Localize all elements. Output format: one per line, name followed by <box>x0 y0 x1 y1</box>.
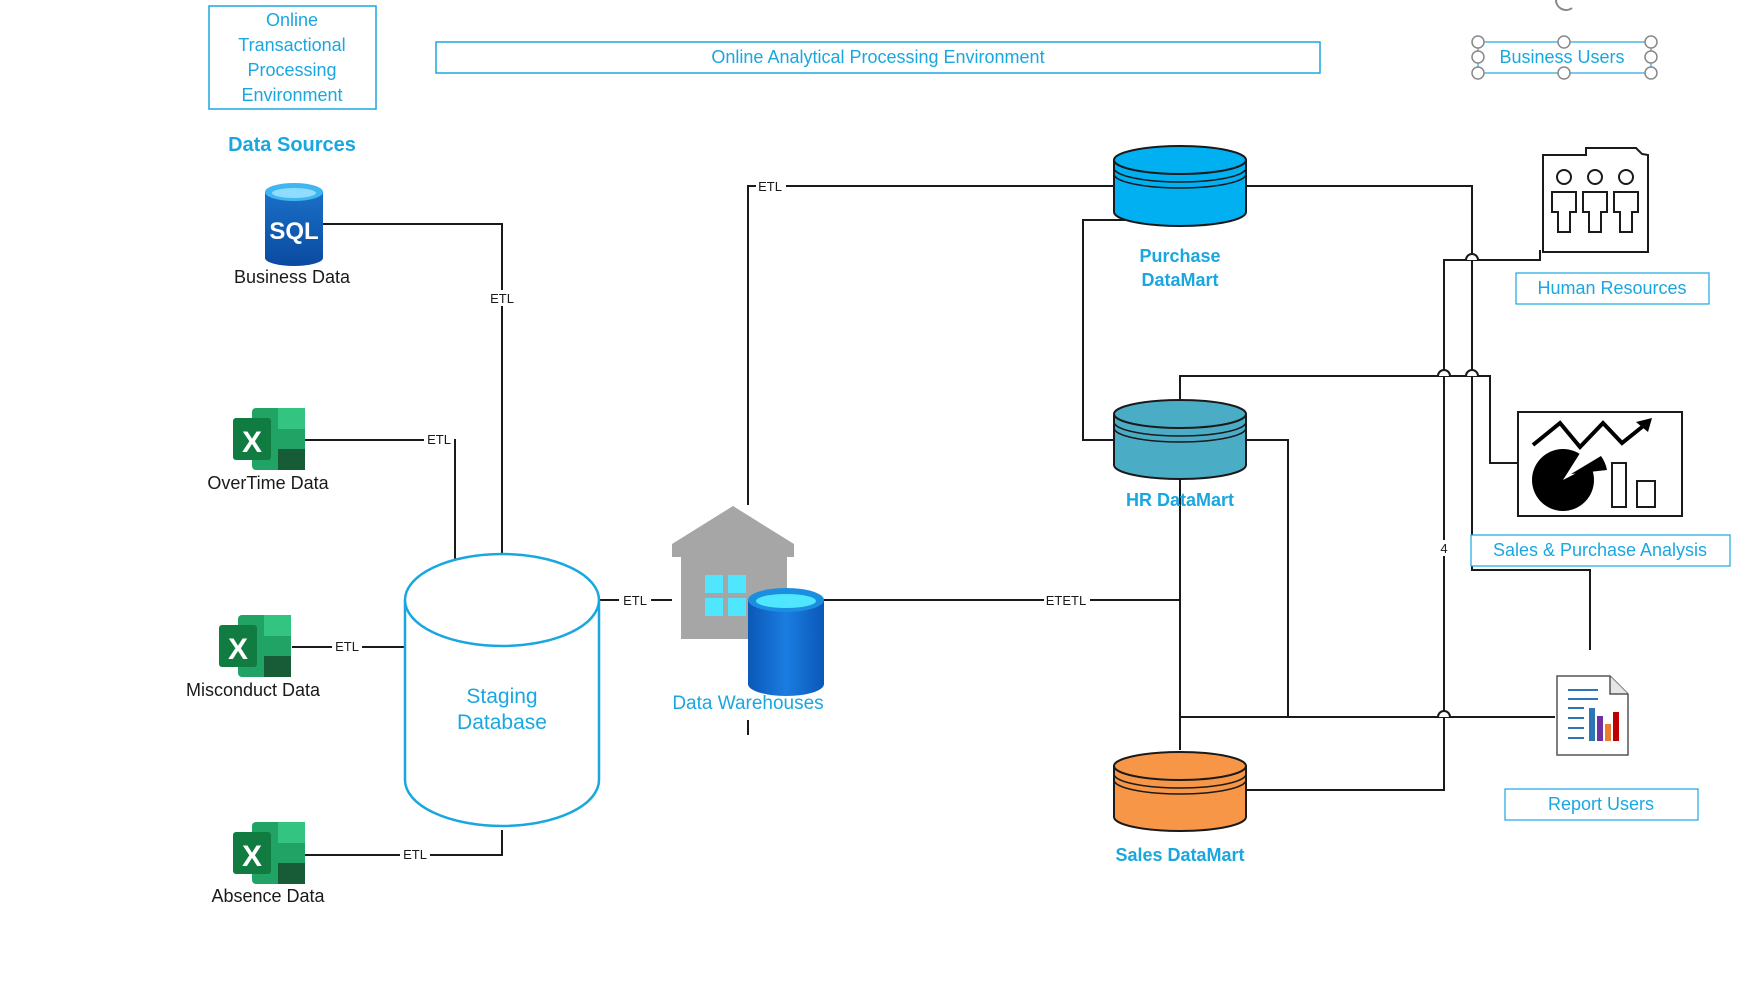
report-icon <box>1556 675 1629 756</box>
svg-text:X: X <box>242 426 262 459</box>
analytics-icon <box>1517 411 1683 517</box>
etl-labels-sources: ETL ETL ETL ETL <box>332 290 518 863</box>
sales-datamart-label: Sales DataMart <box>1115 845 1244 865</box>
rotate-handle-icon[interactable] <box>1555 0 1573 11</box>
purchase-datamart-cylinder <box>1113 145 1247 227</box>
business-users-label: Business Users <box>1499 47 1624 67</box>
etl-label: ETL <box>490 291 514 306</box>
warehouse-icon <box>672 506 824 696</box>
etl-label: ETL <box>427 432 451 447</box>
sales-datamart-cylinder <box>1113 751 1247 832</box>
staging-line-1: Staging <box>466 685 537 708</box>
hr-datamart-cylinder <box>1113 399 1247 480</box>
olap-environment-box: Online Analytical Processing Environment <box>435 41 1321 74</box>
excel-icon: X <box>233 408 305 470</box>
svg-text:X: X <box>228 633 248 666</box>
sql-icon-text: SQL <box>269 218 318 245</box>
sales-purchase-analysis-label: Sales & Purchase Analysis <box>1493 540 1707 560</box>
business-users-box[interactable]: Business Users <box>1471 0 1658 80</box>
excel-icon: X <box>233 822 305 884</box>
olap-title: Online Analytical Processing Environment <box>711 47 1044 67</box>
selection-handles <box>1471 35 1658 80</box>
data-sources-heading: Data Sources <box>228 134 356 156</box>
etl-label: ETL <box>403 847 427 862</box>
purchase-datamart-line-1: Purchase <box>1139 246 1220 266</box>
human-resources-box: Human Resources <box>1515 272 1710 305</box>
human-resources-label: Human Resources <box>1537 278 1686 298</box>
etl-label: ETL <box>623 593 647 608</box>
svg-text:X: X <box>242 840 262 873</box>
connector-lines <box>292 185 1591 856</box>
oltp-line-1: Online <box>266 10 318 30</box>
purchase-datamart-line-2: DataMart <box>1141 270 1218 290</box>
oltp-line-3: Processing <box>247 60 336 80</box>
etl-label-double: ETETL <box>1046 593 1086 608</box>
etl-label: ETL <box>758 179 782 194</box>
overtime-data-label: OverTime Data <box>207 473 329 493</box>
data-warehouses-label: Data Warehouses <box>672 693 823 714</box>
oltp-environment-box: Online Transactional Processing Environm… <box>208 5 377 110</box>
line-crossings <box>1437 253 1479 718</box>
sql-database-icon: SQL <box>265 183 323 266</box>
report-users-box: Report Users <box>1504 788 1699 821</box>
etl-label: ETL <box>335 639 359 654</box>
report-users-label: Report Users <box>1548 794 1654 814</box>
oltp-line-4: Environment <box>241 85 342 105</box>
absence-data-label: Absence Data <box>211 886 325 906</box>
misconduct-data-label: Misconduct Data <box>186 680 321 700</box>
sales-purchase-analysis-box: Sales & Purchase Analysis <box>1470 534 1731 567</box>
oltp-line-2: Transactional <box>238 35 345 55</box>
people-icon <box>1542 147 1649 253</box>
hr-datamart-label: HR DataMart <box>1126 490 1234 510</box>
connector-count-label: 4 <box>1440 541 1447 556</box>
staging-database-cylinder: Staging Database <box>403 552 601 828</box>
business-data-label: Business Data <box>234 267 351 287</box>
staging-line-2: Database <box>457 711 547 734</box>
excel-icon: X <box>219 615 291 677</box>
